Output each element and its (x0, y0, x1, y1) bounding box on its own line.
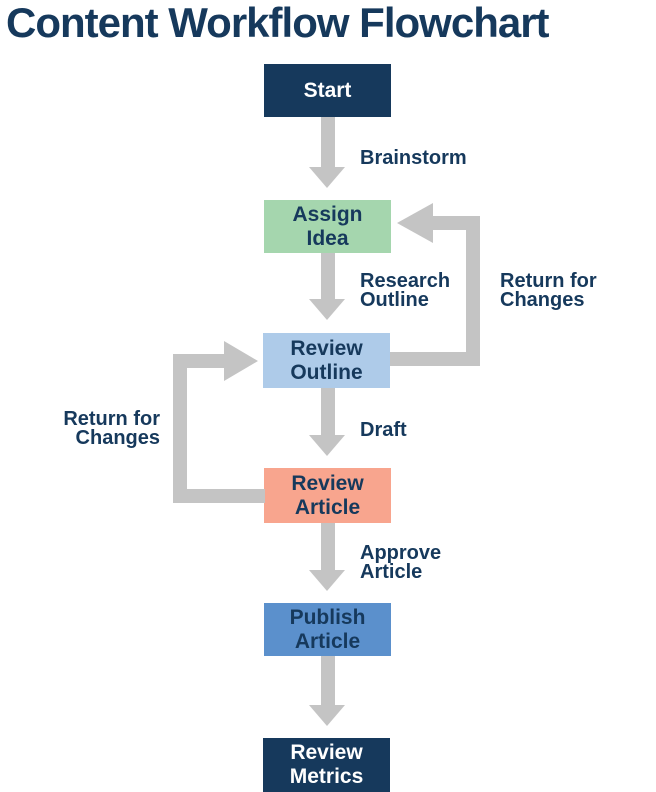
page-title: Content Workflow Flowchart (6, 0, 550, 46)
node-review-metrics-label-line2: Metrics (289, 765, 364, 788)
node-review-article-label-line2: Article (294, 495, 361, 519)
node-publish-article-label-line1: Publish (289, 605, 366, 629)
arrow-down-icon (309, 299, 345, 320)
node-assign-idea-label-line2: Idea (306, 226, 349, 250)
edge-label-line: Return for (500, 270, 597, 292)
edge-label-brainstorm: Brainstorm (360, 147, 467, 169)
node-review-article-label-line1: Review (291, 471, 364, 495)
edge-label-line: Outline (360, 289, 429, 311)
edge-label-draft: Draft (360, 419, 407, 441)
edge-label-line: Draft (360, 419, 407, 441)
edge-label-line: Changes (75, 427, 160, 449)
node-publish-article: Publish Article (264, 603, 391, 656)
node-review-outline-label-line2: Outline (290, 360, 363, 384)
edge-label-line: Research (360, 270, 451, 292)
node-start-label: Start (303, 78, 352, 102)
edge-label-line: Approve (360, 542, 442, 564)
arrow-right-icon (224, 341, 258, 381)
node-review-outline-label-line1: Review (290, 336, 363, 360)
node-review-outline: Review Outline (263, 333, 390, 388)
arrow-shaft (321, 523, 335, 570)
arrow-shaft (321, 253, 335, 299)
loop-vertical-segment (173, 354, 187, 503)
arrow-down-icon (309, 167, 345, 188)
edge-label-return-for-changes-right: Return for Changes (500, 270, 597, 311)
loop-top-segment (433, 216, 480, 230)
edge-label-approve-article: Approve Article (360, 542, 442, 583)
arrow-shaft (321, 117, 335, 167)
edge-label-line: Article (360, 561, 423, 583)
arrow-down-icon (309, 705, 345, 726)
node-start: Start (264, 64, 391, 117)
edge-label-line: Brainstorm (360, 147, 467, 169)
loop-bottom-segment (390, 352, 480, 366)
loop-top-segment (187, 354, 224, 368)
loop-vertical-segment (466, 216, 480, 366)
node-publish-article-label-line2: Article (294, 629, 361, 653)
node-review-metrics-label-line1: Review (290, 741, 363, 764)
loop-bottom-segment (173, 489, 265, 503)
edge-label-return-for-changes-left: Return for Changes (40, 408, 160, 449)
edge-label-line: Changes (500, 289, 585, 311)
arrow-shaft (321, 388, 335, 435)
arrow-left-icon (397, 203, 433, 243)
node-review-metrics: Review Metrics (263, 738, 390, 792)
node-assign-idea: Assign Idea (264, 200, 391, 253)
node-assign-idea-label-line1: Assign (292, 202, 363, 226)
edge-label-line: Return for (63, 408, 160, 430)
node-review-article: Review Article (264, 468, 391, 523)
arrow-down-icon (309, 570, 345, 591)
arrow-shaft (321, 656, 335, 705)
arrow-down-icon (309, 435, 345, 456)
edge-label-research-outline: Research Outline (360, 270, 451, 311)
